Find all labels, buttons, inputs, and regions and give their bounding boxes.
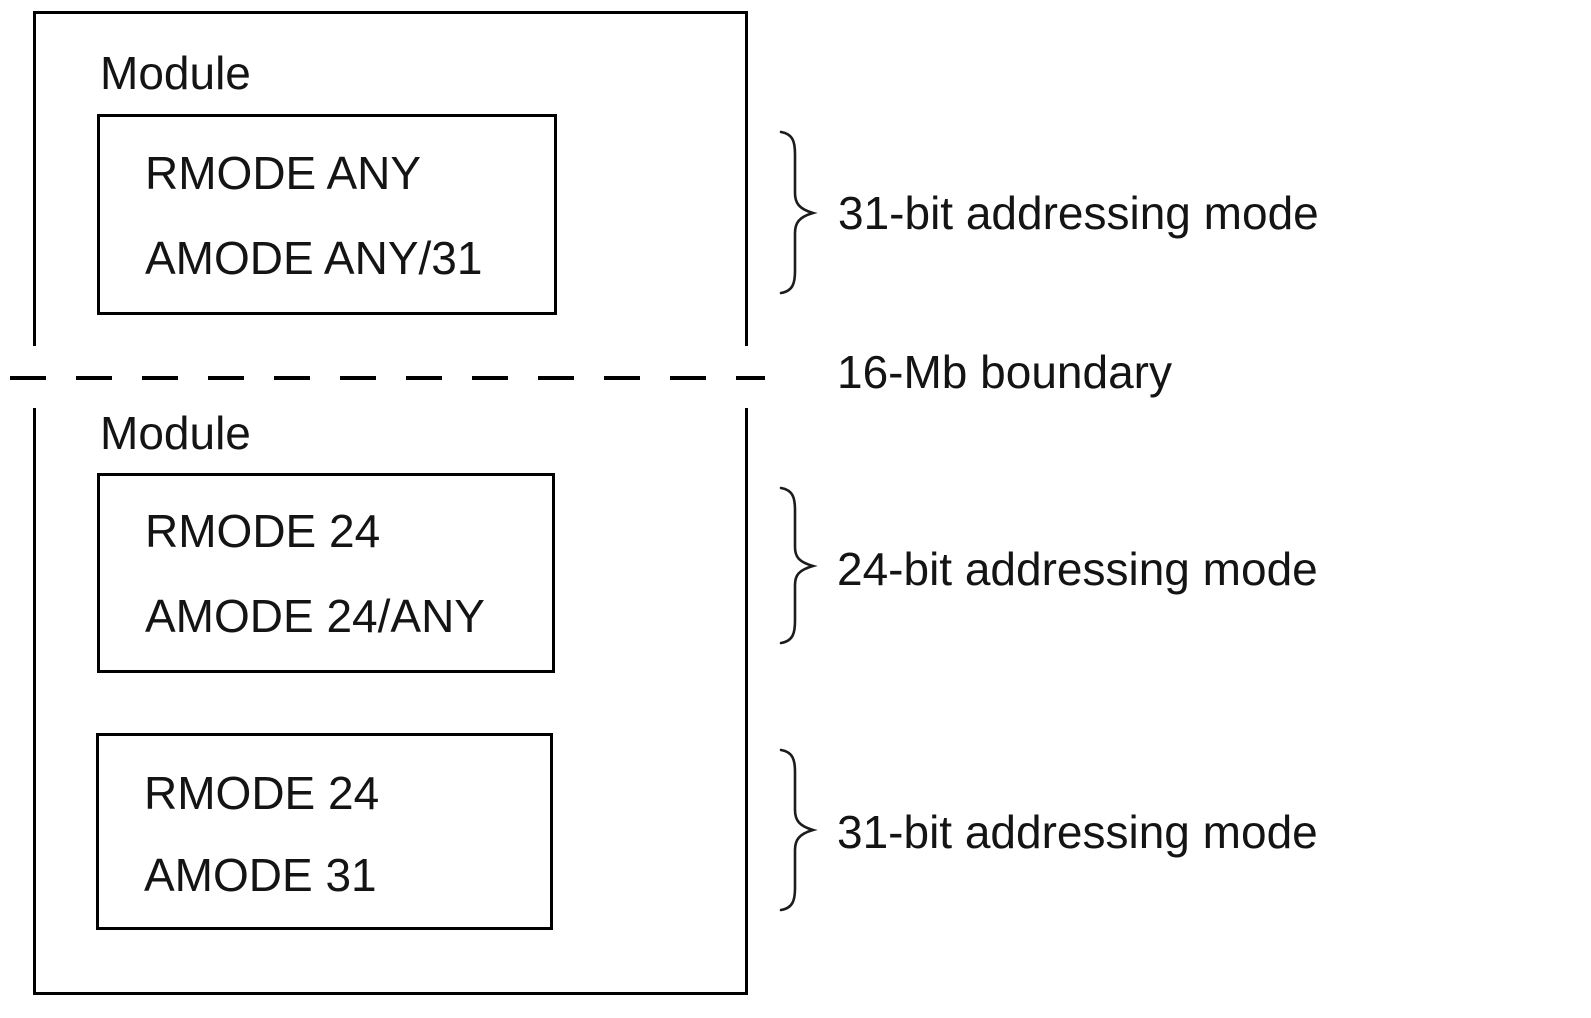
- rmode-line: RMODE ANY: [145, 147, 422, 199]
- annotation-label-31bit-top: 31-bit addressing mode: [838, 187, 1319, 239]
- rmode-line: RMODE 24: [144, 767, 380, 819]
- rmode24-amode31-box: RMODE 24 AMODE 31: [96, 733, 553, 930]
- module-box-top: [33, 11, 748, 346]
- curly-brace-icon: [779, 486, 818, 645]
- annotation-label-24bit: 24-bit addressing mode: [837, 543, 1318, 595]
- curly-brace-icon: [779, 130, 818, 295]
- curly-brace-icon: [779, 748, 818, 912]
- rmode-line: RMODE 24: [145, 505, 381, 557]
- rmode-any-amode-any31-box: RMODE ANY AMODE ANY/31: [97, 114, 557, 315]
- module-label-top: Module: [100, 47, 251, 99]
- module-box-bottom: [33, 408, 748, 995]
- rmode24-amode-24any-box: RMODE 24 AMODE 24/ANY: [97, 473, 555, 673]
- module-label-bottom: Module: [100, 407, 251, 459]
- amode-line: AMODE 24/ANY: [145, 590, 485, 642]
- boundary-label: 16-Mb boundary: [837, 346, 1172, 398]
- amode-line: AMODE ANY/31: [145, 232, 483, 284]
- amode-line: AMODE 31: [144, 849, 377, 901]
- annotation-label-31bit-bottom: 31-bit addressing mode: [837, 806, 1318, 858]
